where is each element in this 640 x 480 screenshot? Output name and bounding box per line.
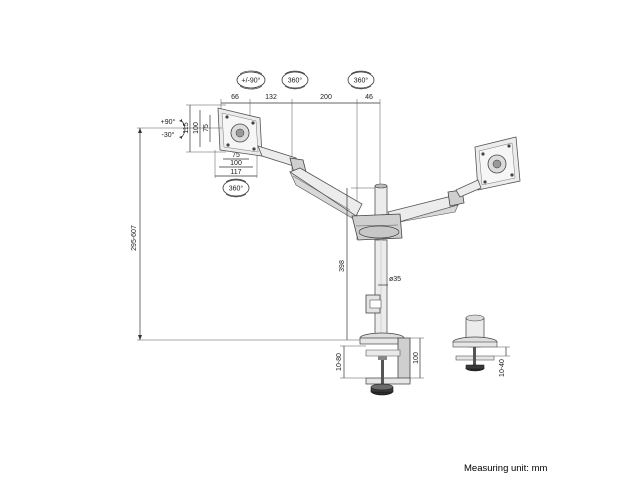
dim-100-clamp: 100	[413, 352, 420, 364]
tilt-indicator: +90° -30°	[161, 118, 186, 139]
left-arm	[257, 145, 363, 219]
right-vesa-plate	[474, 136, 521, 191]
swivel-right-badge-label: 360°	[354, 77, 369, 85]
rotation-badge-swivel-right: 360°	[347, 70, 375, 90]
tilt-down-label: -30°	[162, 131, 175, 139]
dim-10-80: 10-80	[336, 353, 343, 371]
dim-46: 46	[365, 94, 373, 101]
tilt-up-label: +90°	[161, 118, 176, 126]
rotation-badge-swivel-left: 360°	[281, 70, 309, 90]
dim-66: 66	[231, 94, 239, 101]
pole-dimensions: 398 ø35	[339, 187, 401, 340]
measuring-unit-label: Measuring unit: mm	[464, 463, 548, 474]
dim-295-607: 295-607	[131, 225, 138, 251]
dim-100-horizontal: 100	[230, 160, 242, 167]
vesa-width-dimensions: 75 100 117	[214, 150, 258, 178]
dim-132: 132	[265, 94, 277, 101]
desk-clamp	[359, 332, 411, 396]
grommet-mount: 10-40	[452, 314, 510, 377]
height-range-dimension: 295-607	[131, 127, 375, 341]
left-vesa-plate	[217, 107, 263, 157]
dim-117: 117	[230, 169, 241, 176]
pole-collar	[365, 294, 382, 314]
rotation-badge-swivel-bottom: 360°	[222, 178, 250, 198]
clamp-dimensions: 10-80 100	[336, 337, 424, 379]
swivel-left-badge-label: 360°	[288, 77, 303, 85]
tilt-badge-label: +/-90°	[242, 77, 261, 85]
dim-398: 398	[339, 260, 346, 272]
center-pole	[351, 183, 403, 336]
rotation-badge-tilt: +/-90°	[236, 70, 266, 90]
dim-200: 200	[320, 94, 332, 101]
dim-75-horizontal: 75	[232, 152, 240, 159]
dim-10-40: 10-40	[499, 359, 506, 377]
right-arm	[387, 179, 482, 225]
swivel-bottom-badge-label: 360°	[229, 185, 244, 193]
dim-diameter-35: ø35	[389, 276, 401, 283]
